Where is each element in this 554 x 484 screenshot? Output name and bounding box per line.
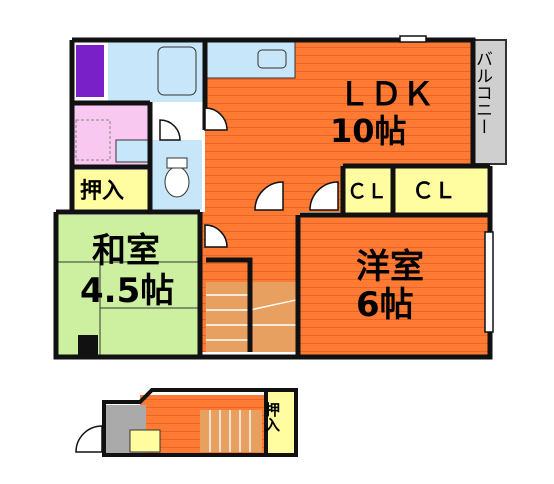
- japanese-corner-post: [78, 335, 98, 355]
- storage-main: [72, 170, 150, 210]
- balcony-label: バルコニー: [472, 50, 492, 135]
- western-size: 6帖: [356, 285, 414, 325]
- bathtub: [157, 46, 197, 96]
- japanese-floor: [56, 215, 202, 355]
- closet-1: [343, 168, 393, 213]
- closet-2-label: ＣＬ: [412, 179, 456, 204]
- washbasin: [115, 139, 149, 163]
- sink-icon: [257, 49, 287, 69]
- washer-slot: [75, 119, 111, 161]
- western-name: 洋室: [356, 247, 424, 287]
- closet-2: [395, 168, 487, 213]
- ldk-name: ＬＤＫ: [338, 75, 434, 113]
- western-floor: [298, 215, 490, 355]
- storage-main-label: 押入: [80, 178, 124, 204]
- balcony: [473, 39, 507, 165]
- upper-storage: [266, 392, 296, 454]
- closet-1-label: ＣＬ: [347, 179, 387, 203]
- ldk-size: 10帖: [330, 112, 407, 150]
- japanese-name: 和室: [92, 231, 160, 271]
- purple-unit: [76, 45, 104, 97]
- toilet-icon: [164, 166, 190, 198]
- japanese-size: 4.5帖: [80, 271, 174, 311]
- storage-stair-label: 押入: [263, 401, 281, 432]
